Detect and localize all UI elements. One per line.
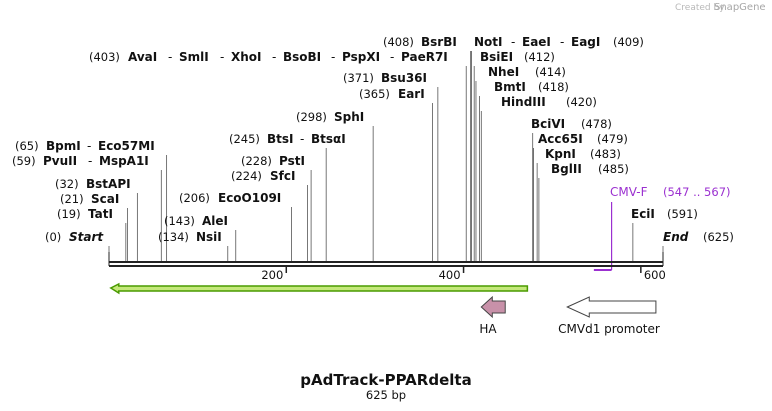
cmv-promoter-arrow[interactable] [566,296,657,318]
plasmid-name: pAdTrack-PPARdelta [300,371,471,389]
ruler: 200 400 600 [261,266,666,282]
site-pos-224: (224) [231,169,262,183]
site-pos-228: (228) [241,154,272,168]
enzyme-label[interactable]: MspA1I [99,154,149,168]
enzyme-cut-lines [108,51,664,262]
enzyme-separator: - [88,154,92,168]
site-pos-412: (412) [524,50,555,64]
site-pos-591: (591) [667,207,698,221]
start-pos: (0) [45,230,61,244]
site-pos-479: (479) [597,132,628,146]
primer-range: (547 .. 567) [663,185,731,199]
enzyme-separator: - [220,50,224,64]
insert-feature-arrow[interactable] [109,282,529,295]
end-label: End [663,230,689,244]
enzyme-label[interactable]: BtsI [267,132,294,146]
enzyme-label[interactable]: NotI [474,35,503,49]
enzyme-separator: - [331,50,335,64]
enzyme-label[interactable]: BmtI [494,80,526,94]
site-pos-485: (485) [598,162,629,176]
enzyme-separator: - [511,35,515,49]
primer-cmv-f[interactable]: CMV-F (547 .. 567) [593,185,731,271]
ruler-tick-label: 400 [439,268,461,282]
site-pos-478: (478) [581,117,612,131]
enzyme-label[interactable]: BsiEI [480,50,513,64]
site-pos-420: (420) [566,95,597,109]
site-pos-403: (403) [89,50,120,64]
enzyme-label[interactable]: NsiI [196,230,222,244]
enzyme-label[interactable]: BsrBI [421,35,457,49]
ruler-tick-label: 200 [261,268,283,282]
site-pos-19: (19) [57,207,81,221]
enzyme-label[interactable]: EcoO109I [218,191,281,205]
enzyme-label[interactable]: EciI [631,207,655,221]
enzyme-label[interactable]: BglII [551,162,582,176]
sequence-backbone [108,252,664,267]
site-pos-65: (65) [15,139,39,153]
enzyme-label[interactable]: BtsαI [311,132,346,146]
map-title: pAdTrack-PPARdelta 625 bp [300,371,471,402]
snapgene-logo: SnapGene [714,2,766,13]
site-pos-483: (483) [590,147,621,161]
enzyme-label[interactable]: SmlI [179,50,209,64]
enzyme-label[interactable]: EagI [571,35,600,49]
enzyme-label[interactable]: BstAPI [86,177,131,191]
enzyme-label[interactable]: SphI [334,110,364,124]
site-pos-409: (409) [613,35,644,49]
enzyme-label[interactable]: NheI [488,65,519,79]
site-pos-143: (143) [164,214,195,228]
enzyme-separator: - [87,139,91,153]
site-pos-59: (59) [12,154,36,168]
credit-text: Created by [675,3,725,13]
enzyme-label[interactable]: Eco57MI [98,139,155,153]
start-label: Start [69,230,104,244]
credit: Created by SnapGene [675,2,766,13]
enzyme-separator: - [300,132,304,146]
features: HA CMVd1 promoter [109,282,660,336]
enzyme-label[interactable]: BsoBI [283,50,321,64]
site-pos-21: (21) [60,192,84,206]
site-pos-245: (245) [229,132,260,146]
enzyme-label[interactable]: Bsu36I [381,71,427,85]
site-pos-418: (418) [538,80,569,94]
enzyme-separator: - [168,50,172,64]
enzyme-label[interactable]: TatI [88,207,113,221]
enzyme-label[interactable]: PstI [279,154,305,168]
site-pos-414: (414) [535,65,566,79]
enzyme-label[interactable]: SfcI [270,169,295,183]
enzyme-label[interactable]: BciVI [531,117,565,131]
site-pos-365: (365) [359,87,390,101]
enzyme-labels: (403) AvaI - SmlI - XhoI - BsoBI - PspXI… [12,35,734,244]
site-pos-134: (134) [158,230,189,244]
enzyme-label[interactable]: AleI [202,214,228,228]
enzyme-label[interactable]: XhoI [231,50,262,64]
ha-feature-label: HA [479,322,497,336]
site-pos-32: (32) [55,177,79,191]
end-pos: (625) [703,230,734,244]
primer-label: CMV-F [610,185,648,199]
site-pos-298: (298) [296,110,327,124]
enzyme-separator: - [272,50,276,64]
cmv-promoter-label: CMVd1 promoter [558,322,660,336]
enzyme-label[interactable]: BpmI [46,139,81,153]
site-pos-408: (408) [383,35,414,49]
site-pos-206: (206) [179,191,210,205]
enzyme-separator: - [390,50,394,64]
enzyme-separator: - [560,35,564,49]
enzyme-label[interactable]: ScaI [91,192,119,206]
enzyme-label[interactable]: AvaI [128,50,157,64]
enzyme-label[interactable]: Acc65I [538,132,583,146]
ha-feature-arrow[interactable] [480,295,506,319]
site-pos-371: (371) [343,71,374,85]
enzyme-label[interactable]: PaeR7I [401,50,448,64]
enzyme-label[interactable]: PvuII [43,154,77,168]
enzyme-label[interactable]: KpnI [545,147,576,161]
ruler-tick-label: 600 [644,268,666,282]
enzyme-label[interactable]: EarI [398,87,425,101]
enzyme-label[interactable]: EaeI [522,35,551,49]
enzyme-label[interactable]: PspXI [342,50,380,64]
plasmid-length: 625 bp [366,388,406,402]
enzyme-label[interactable]: HindIII [501,95,546,109]
